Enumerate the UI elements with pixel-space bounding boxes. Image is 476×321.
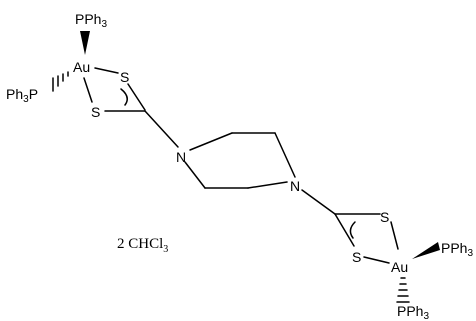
ring-bond-6	[184, 161, 206, 189]
delocalization-arc-bottom	[349, 221, 356, 239]
pph3-right-label: PPh3	[441, 240, 473, 259]
solvent-label: 2 CHCl3	[117, 236, 168, 255]
s-top-right-label: S	[120, 69, 129, 85]
s-top-bottom-label: S	[91, 104, 100, 120]
delocalization-arc-top	[120, 88, 128, 106]
ring-bond-3	[274, 132, 296, 178]
bond-s-au-right	[390, 221, 399, 250]
ring-bond-1	[189, 132, 233, 151]
s-bottom-right-label: S	[380, 209, 389, 225]
wedge-bond-top	[80, 31, 90, 55]
hashed-bond-left	[52, 71, 69, 92]
bond-s-au-bottom	[363, 256, 390, 264]
bond-n-c-bottom	[301, 189, 336, 215]
bond-c-s-bottom	[334, 213, 355, 247]
s-bottom-bottom-label: S	[352, 249, 361, 265]
au-top-label: Au	[73, 59, 90, 75]
bond-au-s-bottom	[83, 77, 93, 103]
pph3-bottom-label: PPh3	[397, 303, 429, 321]
pph3-top-label: PPh3	[75, 11, 107, 30]
bond-au-s-top	[94, 67, 119, 74]
bond-c-n-top	[144, 110, 179, 148]
hashed-bond-bottom	[396, 277, 410, 303]
n-top-label: N	[176, 149, 186, 165]
pph3-left-label: Ph3P	[6, 86, 38, 105]
au-bottom-label: Au	[391, 259, 408, 275]
ring-bond-4	[247, 181, 288, 189]
n-bottom-label: N	[290, 178, 300, 194]
wedge-bond-right	[412, 242, 440, 259]
bond-s-c-top	[127, 83, 146, 111]
